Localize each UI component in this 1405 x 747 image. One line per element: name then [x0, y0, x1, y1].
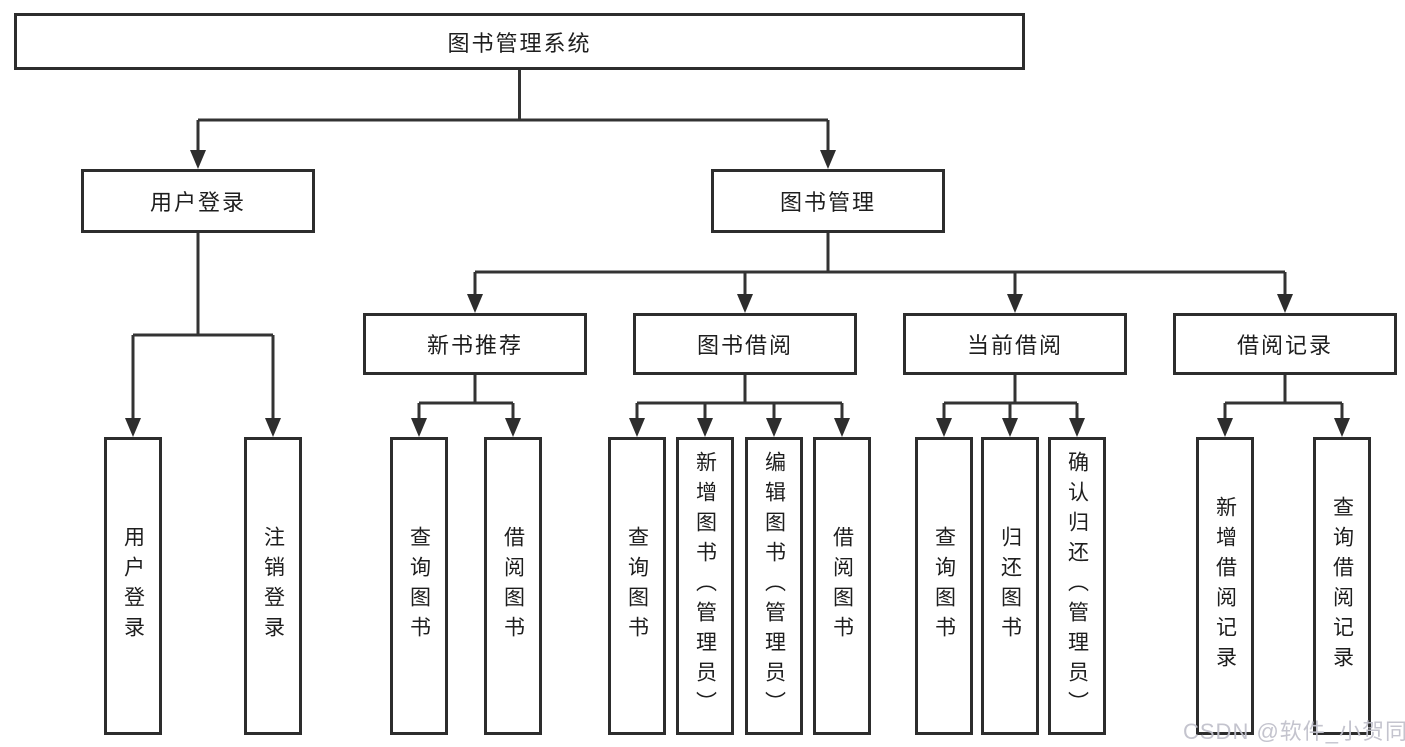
node-label: 编辑图书（管理员）	[762, 451, 786, 721]
node-leaf-query-book: 查询图书	[390, 437, 448, 735]
node-label: 归还图书	[998, 526, 1022, 646]
node-leaf-user-login: 用户登录	[104, 437, 162, 735]
node-label: 查询图书	[407, 526, 431, 646]
node-label: 确认归还（管理员）	[1065, 451, 1089, 721]
connector-current-borrow-children	[936, 375, 1085, 437]
node-leaf-logout: 注销登录	[244, 437, 302, 735]
node-leaf-return-book: 归还图书	[981, 437, 1039, 735]
node-label: 借阅记录	[1236, 333, 1333, 358]
node-label: 图书管理	[779, 190, 876, 215]
node-leaf-add-book-admin: 新增图书（管理员）	[676, 437, 734, 735]
node-leaf-borrow-book: 借阅图书	[484, 437, 542, 735]
node-label: 注销登录	[261, 526, 285, 646]
node-root-library-system: 图书管理系统	[14, 13, 1025, 70]
node-label: 查询图书	[625, 526, 649, 646]
node-label: 新书推荐	[426, 333, 523, 358]
node-label: 用户登录	[121, 526, 145, 646]
node-label: 借阅图书	[501, 526, 525, 646]
connector-new-book-rec-children	[411, 375, 521, 437]
node-leaf-borrow-book: 借阅图书	[813, 437, 871, 735]
node-user-login: 用户登录	[81, 169, 315, 233]
connector-borrow-record-children	[1217, 375, 1350, 437]
connector-book-mgmt-children	[467, 233, 1293, 313]
node-leaf-add-borrow-record: 新增借阅记录	[1196, 437, 1254, 735]
node-label: 图书借阅	[696, 333, 793, 358]
node-borrow-record: 借阅记录	[1173, 313, 1397, 375]
node-label: 图书管理系统	[447, 30, 592, 56]
connector-root-to-level2	[190, 70, 836, 169]
node-label: 查询借阅记录	[1330, 496, 1354, 676]
node-leaf-edit-book-admin: 编辑图书（管理员）	[745, 437, 803, 735]
csdn-watermark: CSDN @软件_小贺同学	[1183, 719, 1405, 744]
node-leaf-query-book: 查询图书	[608, 437, 666, 735]
node-current-borrow: 当前借阅	[903, 313, 1127, 375]
node-label: 新增借阅记录	[1213, 496, 1237, 676]
connector-user-login-children	[125, 233, 281, 437]
node-leaf-query-book: 查询图书	[915, 437, 973, 735]
connector-book-borrow-children	[629, 375, 850, 437]
node-label: 当前借阅	[966, 333, 1063, 358]
node-label: 借阅图书	[830, 526, 854, 646]
node-leaf-confirm-return-admin: 确认归还（管理员）	[1048, 437, 1106, 735]
node-label: 查询图书	[932, 526, 956, 646]
node-book-borrow: 图书借阅	[633, 313, 857, 375]
node-label: 新增图书（管理员）	[693, 451, 717, 721]
node-new-book-recommend: 新书推荐	[363, 313, 587, 375]
node-book-management: 图书管理	[711, 169, 945, 233]
node-label: 用户登录	[149, 190, 246, 215]
node-leaf-query-borrow-record: 查询借阅记录	[1313, 437, 1371, 735]
